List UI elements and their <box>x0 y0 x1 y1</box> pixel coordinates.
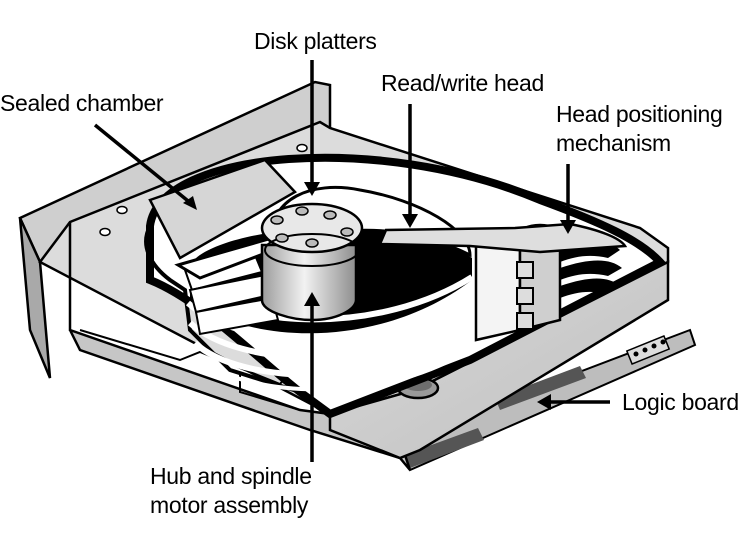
read-write-head-label: Read/write head <box>381 70 544 96</box>
head-positioning-line1: Head positioning <box>556 101 723 127</box>
hub-spindle <box>260 202 364 322</box>
leader-lines <box>93 60 610 462</box>
hub-screws <box>270 206 354 248</box>
head-actuator <box>378 222 628 342</box>
logic-board-label: Logic board <box>622 389 739 415</box>
hub-spindle-line1: Hub and spindle <box>150 463 312 489</box>
head-positioning-label: Head positioning mechanism <box>556 100 723 158</box>
disk-platters-label: Disk platters <box>254 28 377 54</box>
sealed-chamber-label: Sealed chamber <box>0 90 164 116</box>
hub-spindle-label: Hub and spindle motor assembly <box>150 462 312 520</box>
connector-pins <box>625 335 671 365</box>
hub-spindle-line2: motor assembly <box>150 492 309 518</box>
head-positioning-line2: mechanism <box>556 130 671 156</box>
